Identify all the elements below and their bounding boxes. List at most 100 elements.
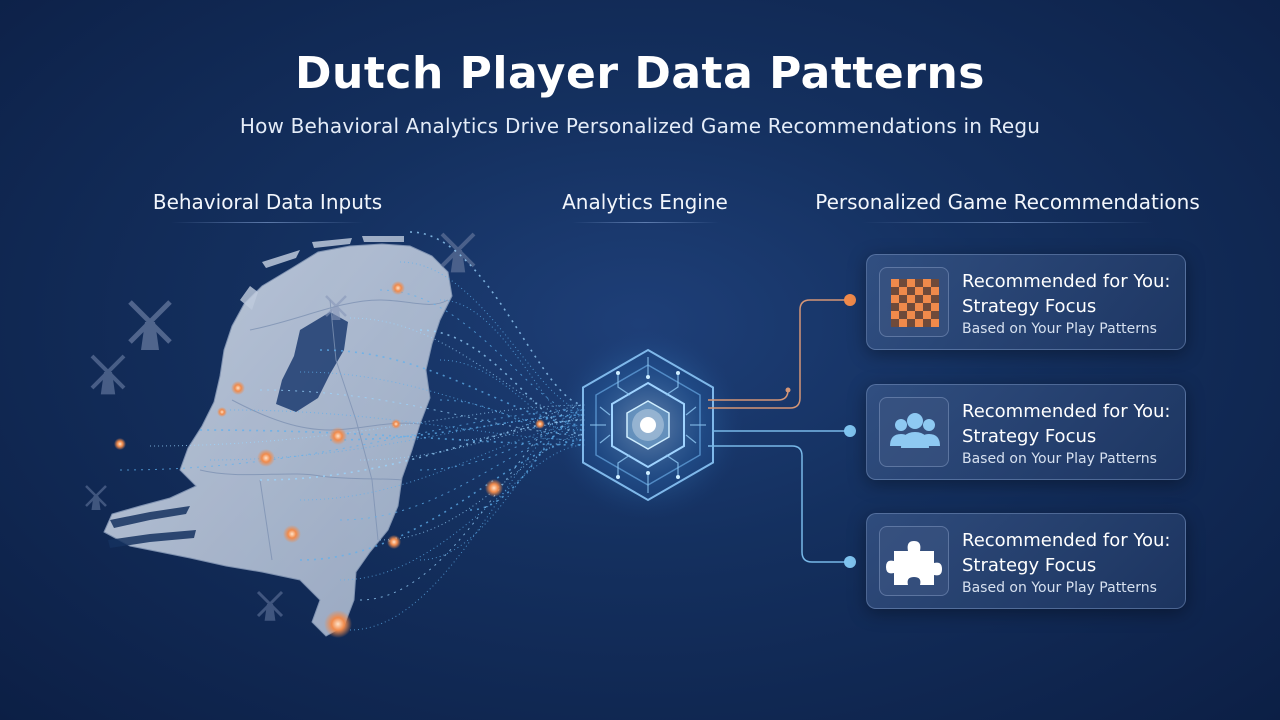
column-heading-engine: Analytics Engine	[540, 190, 750, 223]
page-subtitle: How Behavioral Analytics Drive Personali…	[239, 114, 1041, 138]
checker-square	[915, 311, 923, 319]
checker-square	[891, 311, 899, 319]
data-point	[283, 525, 301, 543]
column-heading-rule	[862, 222, 1153, 223]
card-title-line1: Recommended for You:	[962, 530, 1171, 551]
recommendation-card-1[interactable]: Recommended for You: Strategy Focus Base…	[866, 254, 1186, 350]
checker-square	[923, 295, 931, 303]
data-point	[257, 449, 275, 467]
checker-square	[915, 303, 923, 311]
card-icon-box	[879, 526, 949, 596]
connector-node-blue	[844, 425, 856, 437]
windmill-icon	[90, 354, 126, 395]
data-point	[231, 381, 245, 395]
data-stream-line	[119, 409, 586, 471]
column-heading-inputs-label: Behavioral Data Inputs	[152, 190, 383, 214]
netherlands-map	[103, 236, 453, 637]
checker-square	[907, 319, 915, 327]
data-stream-line	[469, 409, 586, 511]
checker-square	[907, 287, 915, 295]
data-stream-line	[259, 389, 586, 436]
data-point	[391, 419, 401, 429]
data-stream-line	[359, 419, 586, 461]
connector-card-1	[708, 299, 850, 409]
card-title-line2: Strategy Focus	[962, 426, 1097, 447]
column-heading-outputs: Personalized Game Recommendations	[800, 190, 1215, 223]
map-province-borders	[199, 299, 449, 561]
data-point	[391, 281, 405, 295]
checker-square	[899, 287, 907, 295]
data-point	[535, 419, 545, 429]
data-point	[217, 407, 227, 417]
checker-square	[923, 311, 931, 319]
windmill-icon	[128, 300, 172, 350]
data-point	[329, 427, 347, 445]
users-group-icon	[890, 413, 940, 448]
card-title: Recommended for You: Strategy Focus	[962, 269, 1182, 319]
card-icon-box	[879, 397, 949, 467]
recommendation-card-2[interactable]: Recommended for You: Strategy Focus Base…	[866, 384, 1186, 480]
data-stream-line	[439, 299, 586, 431]
checker-square	[931, 319, 939, 327]
data-point	[114, 438, 126, 450]
checkerboard-icon	[891, 279, 939, 327]
card-subtitle: Based on Your Play Patterns	[962, 580, 1157, 596]
windmill-icon	[440, 232, 476, 273]
card-subtitle: Based on Your Play Patterns	[962, 451, 1157, 467]
checker-square	[907, 279, 915, 287]
checker-square	[891, 295, 899, 303]
checker-square	[915, 319, 923, 327]
checker-square	[923, 279, 931, 287]
puzzle-piece-icon	[886, 541, 942, 585]
map-lake-ijsselmeer	[276, 312, 348, 412]
card-title-line2: Strategy Focus	[962, 555, 1097, 576]
checker-square	[899, 311, 907, 319]
map-zeeland-delta	[108, 506, 196, 548]
column-heading-inputs: Behavioral Data Inputs	[130, 190, 405, 223]
checker-square	[915, 295, 923, 303]
data-stream-line	[149, 404, 586, 447]
card-title-line1: Recommended for You:	[962, 271, 1171, 292]
column-heading-rule	[571, 222, 719, 223]
map-data-points	[114, 281, 545, 638]
card-icon-box	[879, 267, 949, 337]
column-heading-engine-label: Analytics Engine	[562, 190, 728, 214]
checker-square	[931, 287, 939, 295]
data-point	[324, 610, 352, 638]
card-title-line2: Strategy Focus	[962, 296, 1097, 317]
data-stream-line	[229, 409, 586, 441]
windmill-icon	[256, 590, 284, 621]
checker-square	[907, 295, 915, 303]
data-stream-line	[259, 419, 586, 481]
connector-node-small	[785, 387, 791, 393]
checker-square	[891, 279, 899, 287]
checker-square	[899, 295, 907, 303]
connector-node-orange	[844, 294, 856, 306]
card-subtitle: Based on Your Play Patterns	[962, 321, 1157, 337]
checker-square	[931, 279, 939, 287]
data-point	[387, 535, 401, 549]
checker-square	[915, 287, 923, 295]
recommendation-card-3[interactable]: Recommended for You: Strategy Focus Base…	[866, 513, 1186, 609]
connector-node-blue	[844, 556, 856, 568]
data-stream-line	[419, 424, 586, 471]
checker-square	[907, 311, 915, 319]
checker-square	[915, 279, 923, 287]
column-heading-rule	[171, 222, 364, 223]
checker-square	[931, 303, 939, 311]
windmill-icon	[85, 485, 107, 510]
card-title: Recommended for You: Strategy Focus	[962, 399, 1182, 449]
analytics-engine-hexagon	[553, 330, 743, 520]
checker-square	[891, 319, 899, 327]
column-heading-outputs-label: Personalized Game Recommendations	[815, 190, 1200, 214]
checker-square	[931, 295, 939, 303]
checker-square	[923, 319, 931, 327]
checker-square	[931, 311, 939, 319]
checker-square	[899, 319, 907, 327]
data-stream-line	[349, 409, 586, 631]
checker-square	[891, 287, 899, 295]
card-title: Recommended for You: Strategy Focus	[962, 528, 1182, 578]
windmill-icon	[325, 295, 347, 320]
page-title: Dutch Player Data Patterns	[295, 48, 985, 99]
